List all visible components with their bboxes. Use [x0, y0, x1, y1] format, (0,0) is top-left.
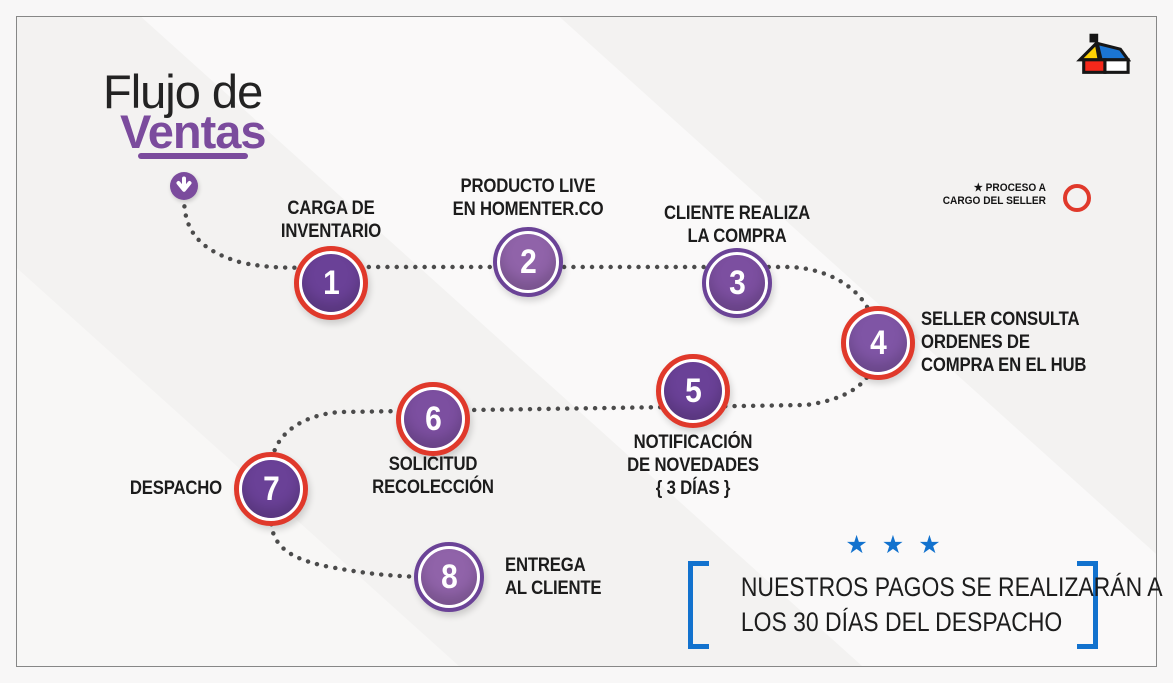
star-icon: ★: [918, 531, 941, 559]
note-text-line1: NUESTROS PAGOS SE REALIZARÁN A: [740, 572, 1163, 602]
step-3-circle: 3: [702, 248, 772, 318]
step-2-label: PRODUCTO LIVE EN HOMENTER.CO: [452, 176, 604, 220]
legend-line1: PROCESO A: [985, 182, 1046, 194]
left-bracket-icon: [688, 561, 709, 649]
step-7-circle: 7: [234, 452, 308, 526]
step-5-circle: 5: [656, 354, 730, 428]
note-stars: ★ ★ ★: [688, 530, 1098, 560]
step-3-label: CLIENTE REALIZA LA COMPRA: [664, 203, 810, 247]
step-2-circle: 2: [493, 227, 563, 297]
step-7-label: DESPACHO: [129, 478, 222, 499]
step-8-number: 8: [440, 557, 458, 596]
right-bracket-icon: [1077, 561, 1098, 649]
step-8-label: ENTREGA AL CLIENTE: [505, 555, 602, 599]
page-title-line1: Flujo de: [103, 65, 263, 118]
seller-legend-label: ★ PROCESO A CARGO DEL SELLER: [899, 182, 1046, 208]
step-1-circle: 1: [294, 246, 368, 320]
homecenter-logo-icon: [1076, 33, 1132, 75]
star-icon: ★: [973, 182, 983, 194]
star-icon: ★: [845, 531, 868, 559]
step-1-label: CARGA DE INVENTARIO: [280, 198, 382, 242]
step-8-circle: 8: [414, 542, 484, 612]
seller-process-circle-icon: [1063, 184, 1091, 212]
step-6-number: 6: [424, 399, 442, 438]
step-6-label: SOLICITUD RECOLECCIÓN: [372, 454, 494, 498]
step-6-circle: 6: [396, 382, 470, 456]
note-body: NUESTROS PAGOS SE REALIZARÁN A LOS 30 DÍ…: [688, 561, 1163, 649]
payment-note: ★ ★ ★ NUESTROS PAGOS SE REALIZARÁN A LOS 3…: [688, 530, 1163, 649]
page-title-line2: Ventas: [120, 105, 267, 158]
note-text-line2: LOS 30 DÍAS DEL DESPACHO: [740, 607, 1063, 637]
legend-line2: CARGO DEL SELLER: [942, 195, 1046, 207]
step-3-number: 3: [728, 263, 746, 302]
step-2-number: 2: [519, 242, 537, 281]
down-arrow-icon: [170, 172, 198, 200]
step-4-number: 4: [869, 323, 887, 362]
star-icon: ★: [881, 531, 905, 559]
title-underline: [138, 153, 248, 159]
step-5-number: 5: [684, 371, 702, 410]
step-7-number: 7: [262, 469, 280, 508]
step-4-label: SELLER CONSULTA ORDENES DE COMPRA EN EL …: [921, 309, 1087, 376]
step-1-number: 1: [322, 263, 340, 302]
step-4-circle: 4: [841, 306, 915, 380]
step-5-label: NOTIFICACIÓN DE NOVEDADES { 3 DÍAS }: [627, 432, 759, 499]
